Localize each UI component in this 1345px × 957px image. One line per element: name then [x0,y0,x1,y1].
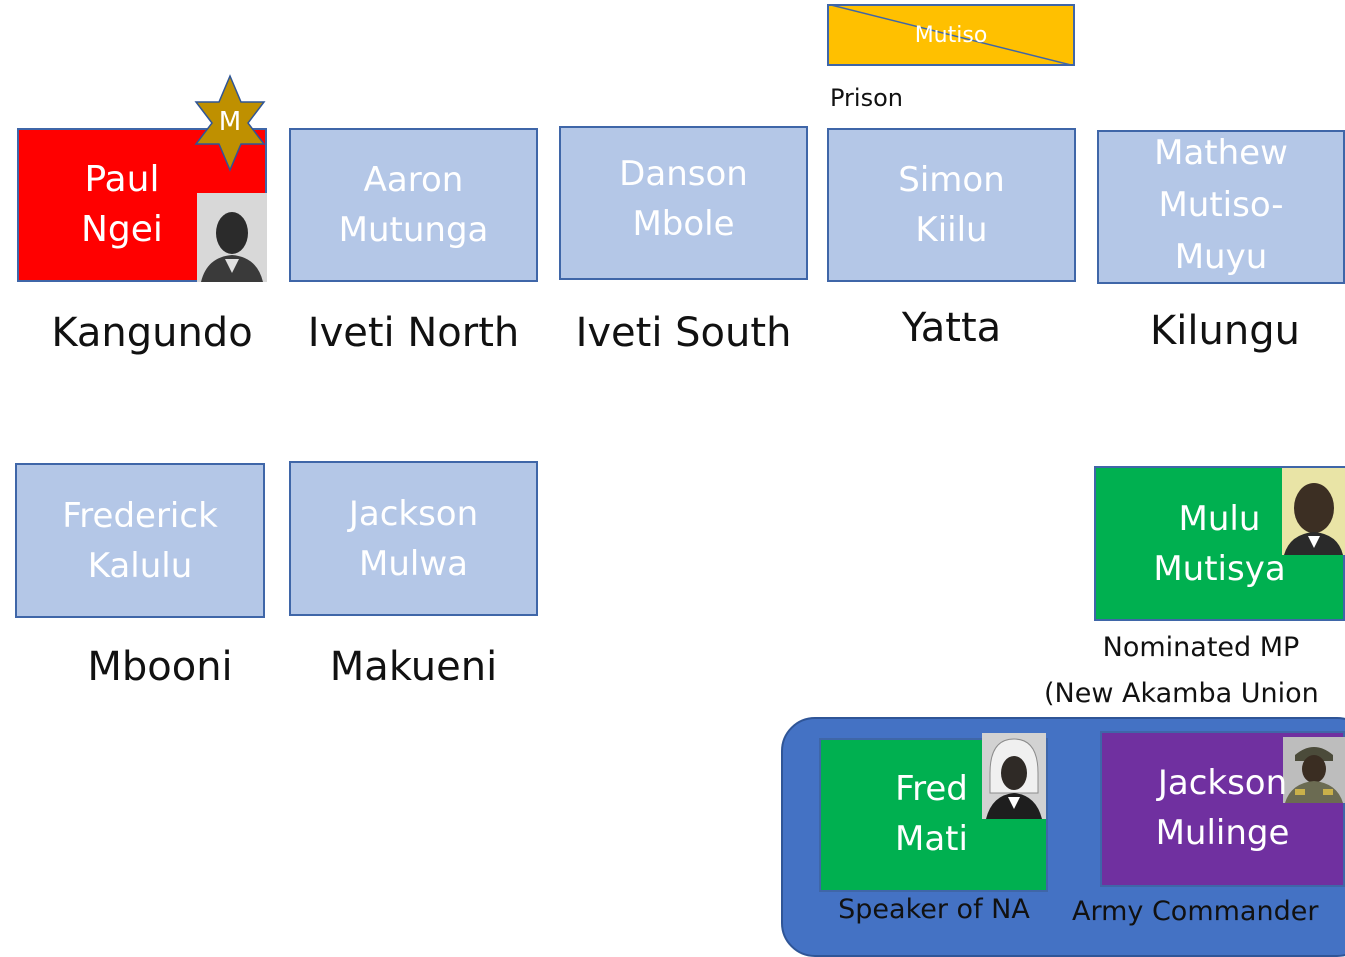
star-badge-letter: M [218,107,242,137]
portrait-jackson-mulinge-icon [1283,737,1345,803]
mp-name: Mulu Mutisya [1153,498,1286,589]
mutiso-label: Mutiso [914,23,988,48]
mp-name: Mathew Mutiso- Muyu [1154,133,1288,277]
role-army-commander: Army Commander [1072,896,1319,927]
mutiso-box: Mutiso [827,4,1075,66]
mp-name: Jackson Mulwa [348,493,479,584]
mp-name: Frederick Kalulu [62,495,218,586]
box-danson-mbole: Danson Mbole [559,126,808,280]
place-makueni: Makueni [329,644,498,690]
star-badge-icon [194,74,266,172]
portrait-mulu-mutisya-icon [1282,468,1345,555]
place-kilungu: Kilungu [1150,308,1300,354]
portrait-paul-ngei-icon [197,193,267,282]
box-simon-kiilu: Simon Kiilu [827,128,1076,282]
box-jackson-mulinge: Jackson Mulinge [1100,731,1345,887]
box-jackson-mulwa: Jackson Mulwa [289,461,538,616]
role-speaker: Speaker of NA [838,894,1030,925]
mp-name: Aaron Mutunga [338,160,489,250]
prison-label: Prison [830,84,903,112]
mp-name: Paul Ngei [81,159,163,250]
official-name: Jackson Mulinge [1155,763,1290,853]
official-name: Fred Mati [895,769,968,859]
mp-name: Simon Kiilu [898,160,1005,250]
nominated-role-line2: (New Akamba Union [1044,678,1319,709]
place-iveti-south: Iveti South [575,310,792,356]
box-mathew-mutiso-muyu: Mathew Mutiso- Muyu [1097,130,1345,284]
mp-name: Danson Mbole [619,154,748,244]
nominated-role-line1: Nominated MP [1102,632,1300,663]
place-kangundo: Kangundo [51,310,253,356]
place-yatta: Yatta [901,305,1002,351]
place-mbooni: Mbooni [87,644,233,690]
portrait-fred-mati-icon [982,733,1046,819]
place-iveti-north: Iveti North [307,310,520,356]
box-aaron-mutunga: Aaron Mutunga [289,128,538,282]
strike-line [831,6,1071,64]
box-frederick-kalulu: Frederick Kalulu [15,463,265,618]
